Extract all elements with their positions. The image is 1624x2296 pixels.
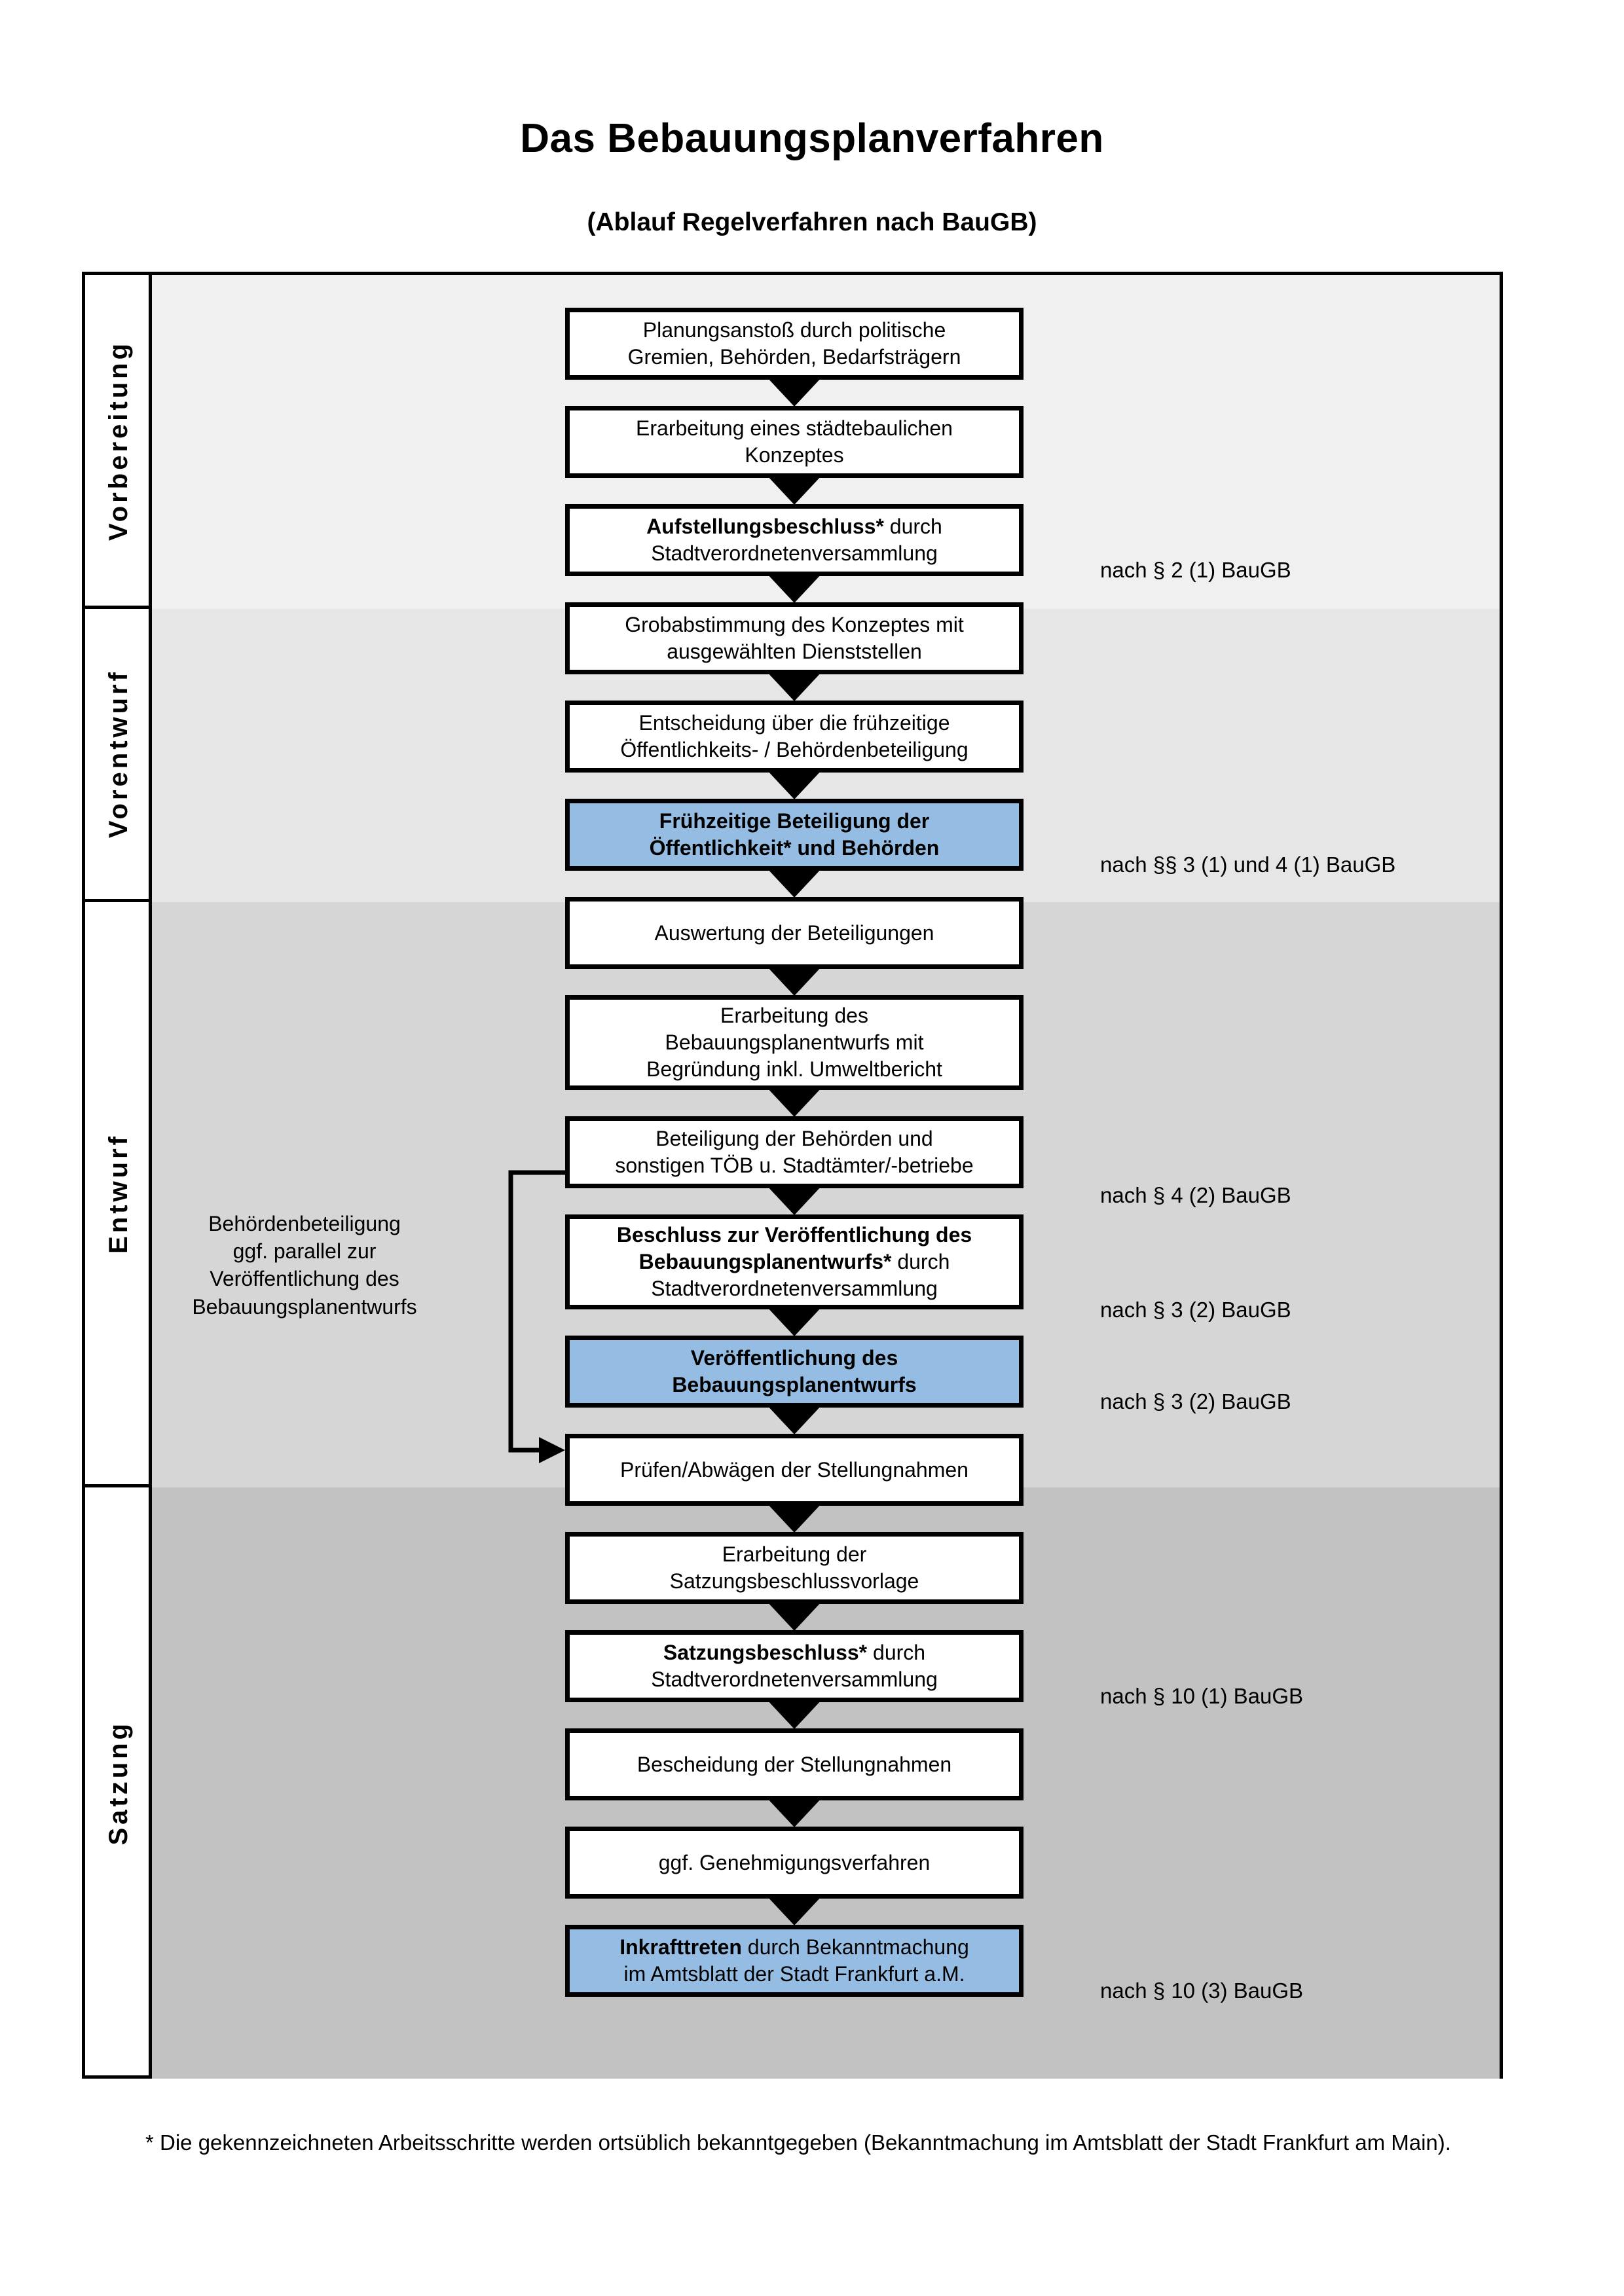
step-line: Aufstellungsbeschluss* durch (646, 513, 942, 540)
flow-arrow-down (766, 1895, 822, 1925)
flow-arrow-down (766, 376, 822, 407)
reference-paragraph-3-1-4-1: nach §§ 3 (1) und 4 (1) BauGB (1100, 852, 1396, 877)
step-line: Stadtverordnetenversammlung (651, 1276, 938, 1300)
phase-label-entwurf: Entwurf (85, 902, 152, 1487)
step-box-grobabstimmung[interactable]: Grobabstimmung des Konzeptes mit ausgewä… (565, 602, 1024, 674)
step-line: sonstigen TÖB u. Stadtämter/-betriebe (615, 1154, 974, 1177)
step-line: Erarbeitung eines städtebaulichen (636, 416, 953, 441)
step-box-auswertung-beteiligungen[interactable]: Auswertung der Beteiligungen (565, 897, 1024, 969)
side-note-line: Veröffentlichung des (210, 1267, 399, 1291)
flow-arrow-down (766, 1087, 822, 1117)
step-line: Bescheidung der Stellungnahmen (637, 1752, 952, 1776)
step-line: ausgewählten Dienststellen (667, 640, 922, 663)
step-emphasis: Bebauungsplanentwurfs* (638, 1250, 892, 1274)
step-box-genehmigungsverfahren[interactable]: ggf. Genehmigungsverfahren (565, 1827, 1024, 1899)
step-line: Beschluss zur Veröffentlichung des (617, 1222, 972, 1248)
step-line: Bebauungsplanentwurfs (672, 1373, 917, 1396)
step-line: Bebauungsplanentwurfs* durch (638, 1250, 950, 1274)
step-box-aufstellungsbeschluss[interactable]: Aufstellungsbeschluss* durch Stadtverord… (565, 504, 1024, 576)
phase-label-text: Vorentwurf (103, 669, 133, 839)
reference-paragraph-2-1: nach § 2 (1) BauGB (1100, 558, 1291, 582)
flow-arrow-down (766, 1404, 822, 1434)
step-line: Beteiligung der Behörden und (655, 1127, 933, 1151)
phase-label-text: Vorbereitung (103, 340, 133, 541)
flow-arrow-down (766, 867, 822, 898)
flow-arrow-down (766, 1185, 822, 1215)
flow-arrow-down (766, 1797, 822, 1827)
phase-label-vorbereitung: Vorbereitung (85, 275, 152, 609)
step-line: Inkrafttreten durch Bekanntmachung (619, 1934, 969, 1961)
step-line: Gremien, Behörden, Bedarfsträgern (627, 345, 961, 369)
reference-paragraph-3-2-beschluss: nach § 3 (2) BauGB (1100, 1298, 1291, 1322)
flow-arrow-down (766, 573, 822, 603)
step-line: im Amtsblatt der Stadt Frankfurt a.M. (623, 1962, 965, 1986)
step-emphasis: Beschluss zur Veröffentlichung des (616, 1223, 972, 1247)
step-line-rest: durch (867, 1641, 926, 1665)
step-emphasis: Aufstellungsbeschluss* (646, 515, 884, 539)
step-line: Prüfen/Abwägen der Stellungnahmen (620, 1457, 969, 1482)
reference-paragraph-4-2: nach § 4 (2) BauGB (1100, 1183, 1291, 1207)
flow-arrow-down (766, 1503, 822, 1533)
side-note-line: Bebauungsplanentwurfs (192, 1294, 417, 1319)
flow-arrow-down (766, 475, 822, 505)
flow-arrow-down (766, 671, 822, 701)
flow-arrow-down (766, 1306, 822, 1336)
step-line: Planungsanstoß durch politische (642, 318, 946, 342)
step-box-veroeffentlichung-entwurf[interactable]: Veröffentlichung des Bebauungsplanentwur… (565, 1336, 1024, 1408)
footnote-asterisk: * Die gekennzeichneten Arbeitsschritte w… (145, 2130, 1451, 2155)
step-line: Satzungsbeschluss* durch (651, 1639, 938, 1666)
reference-paragraph-10-3: nach § 10 (3) BauGB (1100, 1978, 1304, 2003)
step-line: Frühzeitige Beteiligung der (659, 809, 930, 833)
phase-label-column: Vorbereitung Vorentwurf Entwurf Satzung (85, 275, 152, 2075)
step-box-planungsanstoss[interactable]: Planungsanstoß durch politische Gremien,… (565, 308, 1024, 380)
step-box-fruehzeitige-beteiligung[interactable]: Frühzeitige Beteiligung der Öffentlichke… (565, 799, 1024, 871)
side-note-behoerdenbeteiligung: Behördenbeteiligung ggf. parallel zur Ve… (154, 1210, 455, 1321)
step-emphasis: Inkrafttreten (619, 1935, 742, 1959)
side-note-line: Behördenbeteiligung (208, 1212, 401, 1235)
step-line: Öffentlichkeit* und Behörden (649, 836, 940, 860)
step-line: Begründung inkl. Umweltbericht (646, 1057, 942, 1081)
reference-paragraph-3-2-veroeffentlichung: nach § 3 (2) BauGB (1100, 1389, 1291, 1413)
step-box-beschluss-veroeffentlichung[interactable]: Beschluss zur Veröffentlichung des Bebau… (565, 1214, 1024, 1309)
step-line: Entscheidung über die frühzeitige (638, 711, 950, 735)
phase-label-text: Satzung (103, 1721, 133, 1846)
step-line: Erarbeitung des (720, 1004, 868, 1028)
step-box-inkrafttreten[interactable]: Inkrafttreten durch Bekanntmachung im Am… (565, 1925, 1024, 1997)
step-line-rest: durch (883, 515, 942, 539)
step-line: Bebauungsplanentwurfs mit (665, 1030, 924, 1055)
phase-label-text: Entwurf (103, 1133, 133, 1254)
step-line: Stadtverordnetenversammlung (651, 1667, 938, 1691)
side-note-line: ggf. parallel zur (232, 1239, 377, 1264)
step-line: Auswertung der Beteiligungen (654, 920, 934, 945)
phase-label-satzung: Satzung (85, 1487, 152, 2079)
reference-paragraph-10-1: nach § 10 (1) BauGB (1100, 1684, 1304, 1708)
flow-arrow-down (766, 1699, 822, 1729)
step-line: Stadtverordnetenversammlung (651, 541, 938, 565)
step-line: Erarbeitung der (722, 1542, 867, 1567)
step-box-beteiligung-behoerden-toeb[interactable]: Beteiligung der Behörden und sonstigen T… (565, 1116, 1024, 1188)
step-line: ggf. Genehmigungsverfahren (658, 1850, 931, 1874)
step-emphasis: Satzungsbeschluss* (663, 1641, 868, 1665)
step-box-staedtebauliches-konzept[interactable]: Erarbeitung eines städtebaulichen Konzep… (565, 406, 1024, 478)
step-box-erarbeitung-satzungsbeschlussvorlage[interactable]: Erarbeitung der Satzungsbeschlussvorlage (565, 1532, 1024, 1604)
step-box-bescheidung-stellungnahmen[interactable]: Bescheidung der Stellungnahmen (565, 1728, 1024, 1800)
flow-arrow-down (766, 769, 822, 799)
flowchart-frame: Vorbereitung Vorentwurf Entwurf Satzung … (82, 272, 1503, 2079)
step-line: Satzungsbeschlussvorlage (669, 1569, 919, 1593)
step-line-rest: durch Bekanntmachung (741, 1935, 969, 1959)
page-title: Das Bebauungsplanverfahren (520, 116, 1104, 161)
step-box-erarbeitung-bebauungsplanentwurf[interactable]: Erarbeitung des Bebauungsplanentwurfs mi… (565, 995, 1024, 1090)
step-line: Grobabstimmung des Konzeptes mit (625, 613, 964, 637)
step-box-entscheidung-fruehzeitige-beteiligung[interactable]: Entscheidung über die frühzeitige Öffent… (565, 701, 1024, 773)
phase-label-vorentwurf: Vorentwurf (85, 609, 152, 902)
flow-arrow-down (766, 1601, 822, 1631)
step-line: Öffentlichkeits- / Behördenbeteiligung (620, 738, 969, 761)
step-line: Konzeptes (745, 443, 844, 467)
flow-arrow-down (766, 966, 822, 996)
page-subtitle: (Ablauf Regelverfahren nach BauGB) (587, 208, 1037, 236)
step-box-satzungsbeschluss[interactable]: Satzungsbeschluss* durch Stadtverordnete… (565, 1630, 1024, 1702)
step-box-pruefen-abwaegen[interactable]: Prüfen/Abwägen der Stellungnahmen (565, 1434, 1024, 1506)
step-line: Veröffentlichung des (690, 1346, 898, 1370)
